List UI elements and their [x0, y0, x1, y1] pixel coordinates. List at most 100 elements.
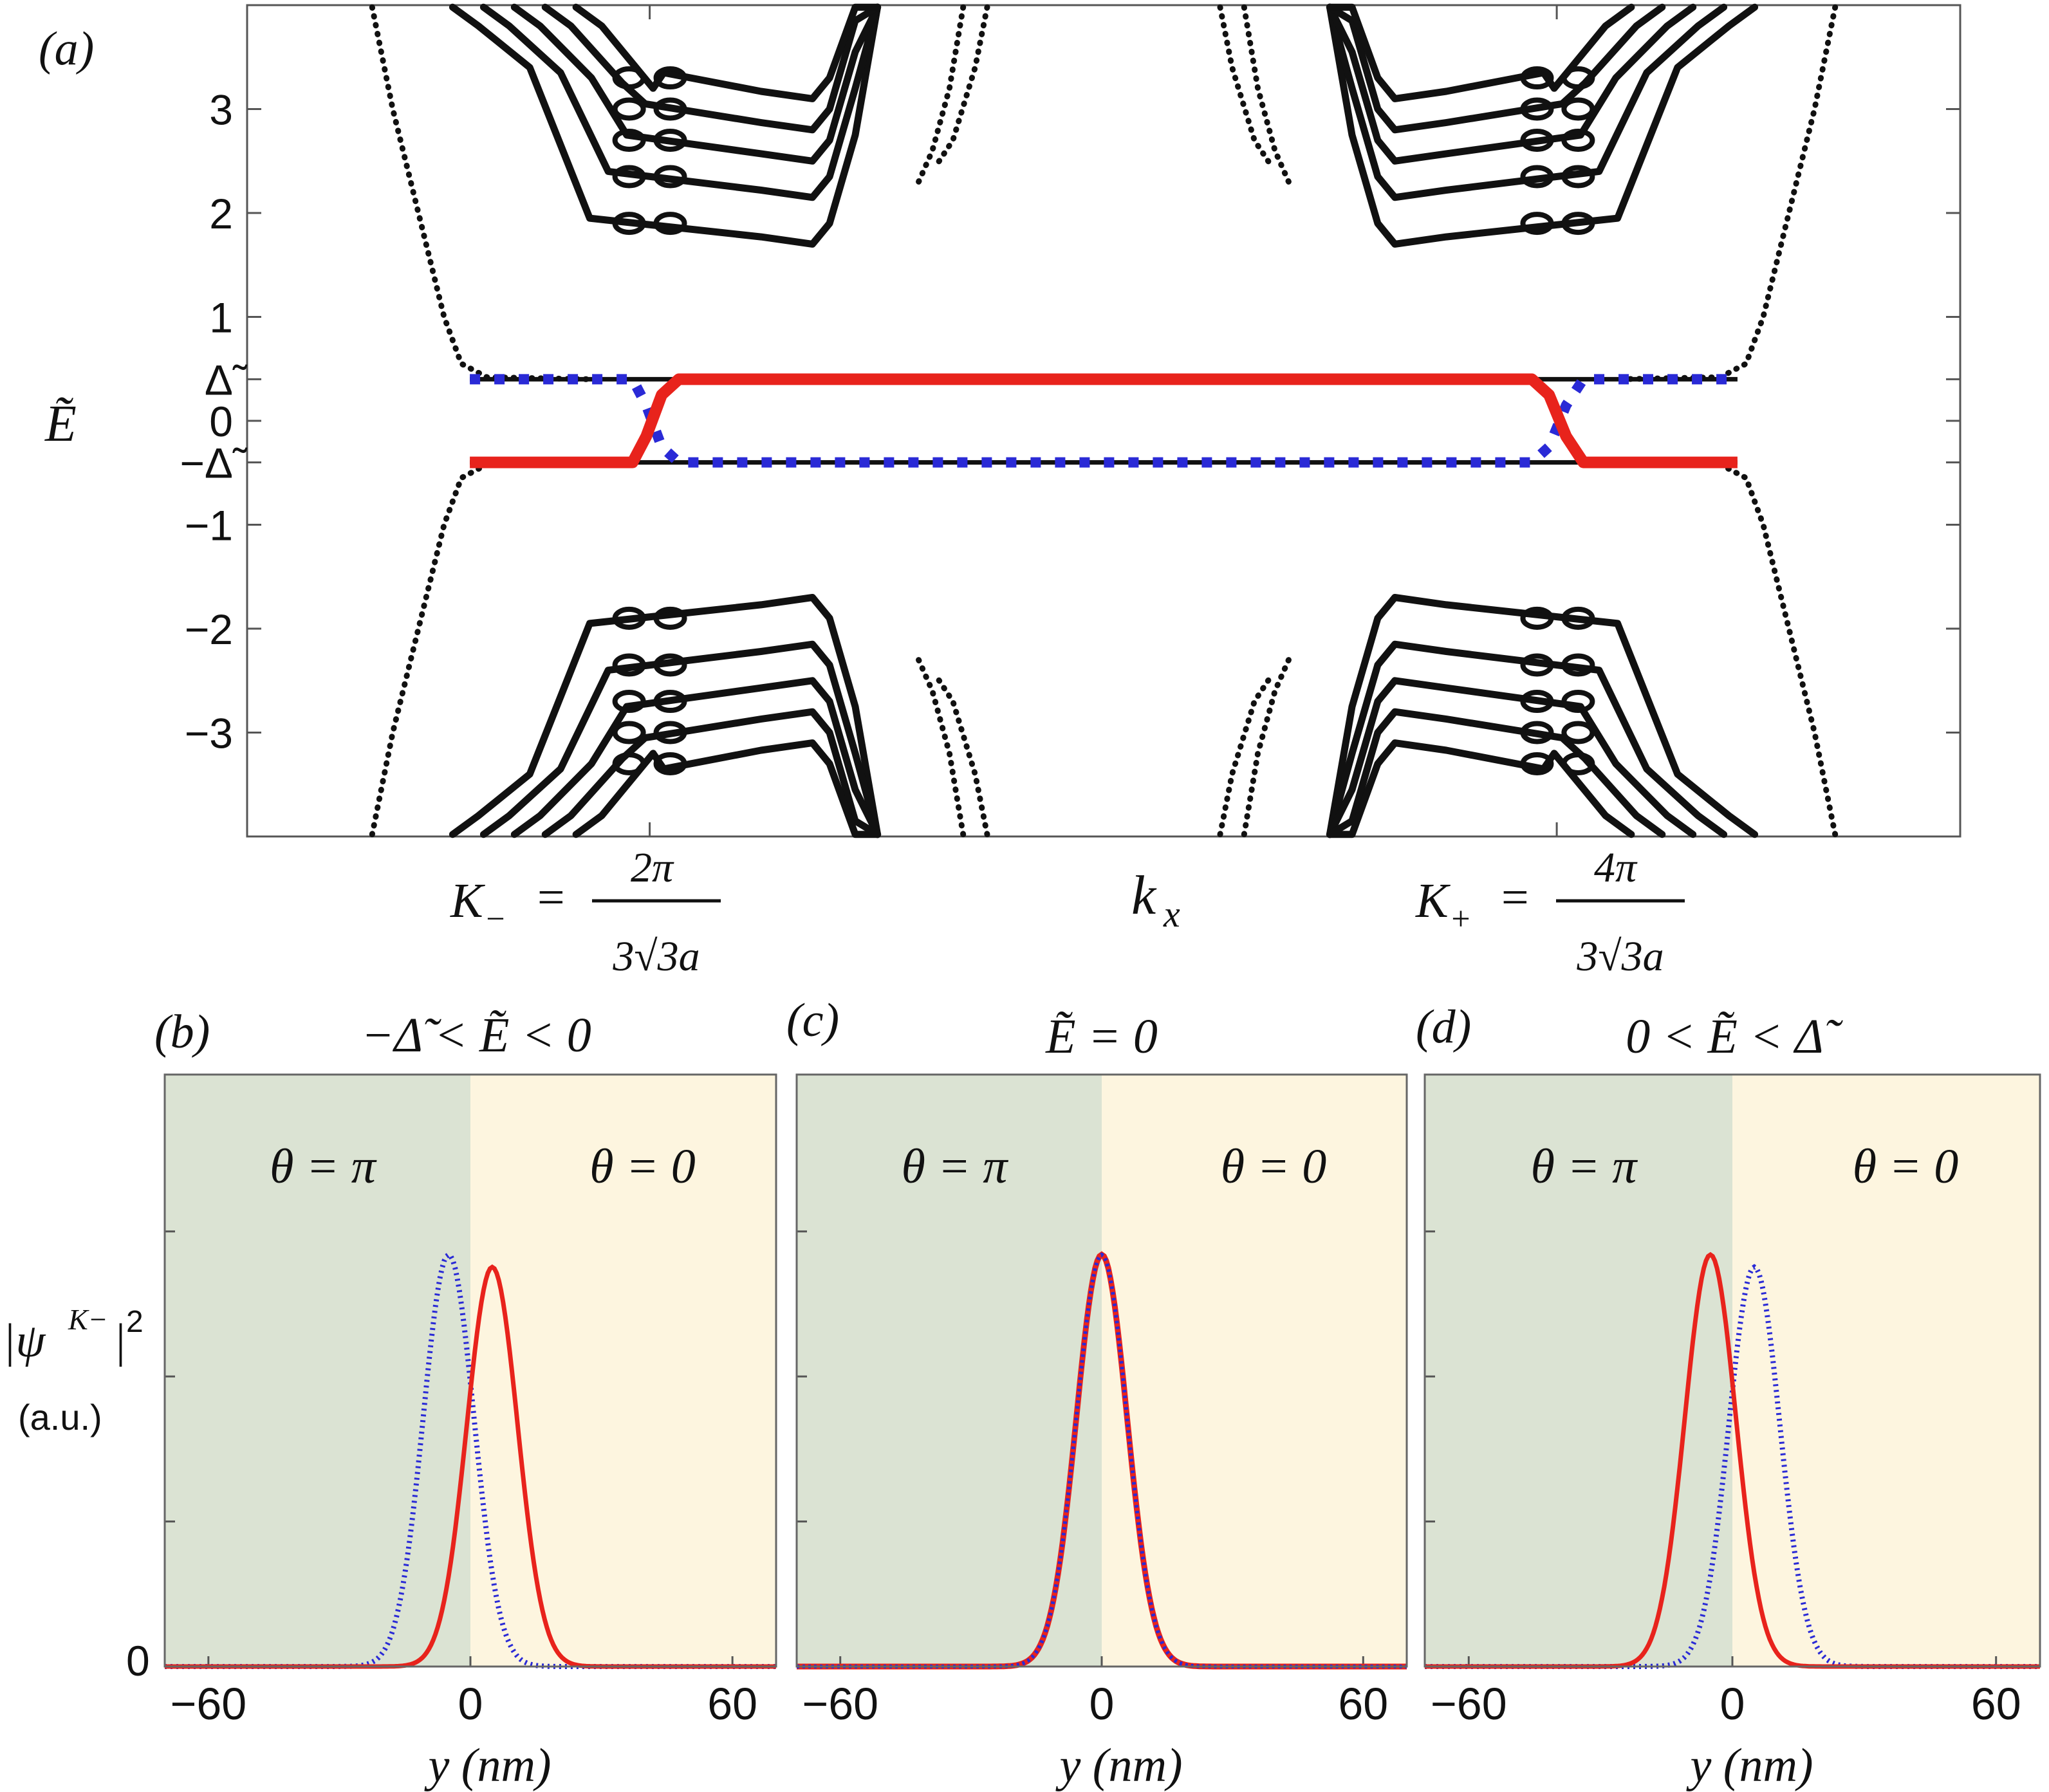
region-label-pi: θ = π	[270, 1140, 377, 1194]
panel-frame	[795, 1073, 1408, 1668]
dotted-band	[1241, 657, 1292, 838]
y-tick-label: −Δ̃	[180, 439, 248, 487]
band-crossing	[1520, 128, 1554, 152]
region-theta-zero	[1102, 1075, 1407, 1667]
region-theta-pi	[1425, 1075, 1732, 1667]
svg-text:=: =	[1498, 871, 1531, 925]
band-crossing	[612, 128, 646, 152]
region-label-pi: θ = π	[902, 1140, 1009, 1194]
region-label-pi: θ = π	[1531, 1140, 1638, 1194]
svg-text:K: K	[450, 874, 485, 928]
svg-text:|ψ: |ψ	[3, 1315, 46, 1367]
panel-d-title: 0 < Ẽ < Δ̃	[1626, 1010, 1844, 1064]
bulk-band	[1326, 708, 1666, 838]
panel-frame	[1423, 1073, 2041, 1668]
panel-a-x-label: k x	[1131, 864, 1180, 935]
band-crossing	[1561, 128, 1595, 152]
bulk-band	[1326, 3, 1697, 165]
x-tick-label: −60	[1431, 1679, 1507, 1729]
band-crossing	[612, 606, 646, 630]
bulk-band	[510, 677, 882, 838]
y-tick-label: 3	[209, 86, 233, 134]
band-crossing	[1520, 66, 1554, 90]
x-axis-label: y (nm)	[1055, 1739, 1182, 1792]
svg-text:K−: K−	[68, 1303, 108, 1336]
region-label-zero: θ = 0	[1853, 1140, 1959, 1194]
svg-text:k: k	[1131, 864, 1157, 926]
y-tick-label: Δ̃	[205, 356, 248, 403]
dotted-band	[1241, 4, 1292, 185]
band-crossing	[1520, 721, 1554, 744]
band-crossing	[612, 721, 646, 744]
bulk-band	[1326, 3, 1759, 248]
band-crossing	[612, 653, 646, 677]
bulk-band	[541, 708, 882, 838]
band-crossing	[653, 66, 687, 90]
band-crossing	[1561, 66, 1595, 90]
x-tick-label: −60	[802, 1679, 878, 1729]
panel-frame	[163, 1073, 777, 1668]
svg-text:−: −	[484, 901, 506, 938]
bulk-band	[1326, 640, 1728, 838]
band-crossing	[653, 721, 687, 744]
band-crossing	[612, 97, 646, 121]
bulk-band	[1326, 739, 1635, 838]
band-crossing	[1520, 606, 1554, 630]
svg-text:x: x	[1163, 893, 1180, 935]
region-theta-pi	[797, 1075, 1102, 1667]
region-theta-pi	[165, 1075, 470, 1667]
y-tick-label: 1	[209, 294, 233, 342]
x-axis-label: y (nm)	[1685, 1739, 1813, 1792]
dotted-band	[916, 657, 967, 838]
dotted-band	[1217, 672, 1275, 838]
x-tick-label: 60	[707, 1679, 757, 1729]
panel-d-label: (d)	[1416, 1001, 1471, 1053]
panel-b-title: −Δ̃ < Ẽ < 0	[361, 1008, 591, 1062]
panel-c-label: (c)	[786, 994, 839, 1047]
dotted-band	[932, 4, 990, 169]
bulk-band	[572, 3, 882, 102]
dotted-band	[916, 4, 967, 185]
band-crossing	[612, 752, 646, 775]
band-crossing	[653, 128, 687, 152]
x-tick-label: 60	[1971, 1679, 2021, 1729]
bulk-band	[572, 739, 882, 838]
bulk-band	[1326, 3, 1666, 134]
x-tick-label: 0	[1089, 1679, 1115, 1729]
svg-text:|: |	[113, 1315, 126, 1367]
edge-states	[470, 373, 1738, 468]
band-crossing	[1561, 752, 1595, 775]
k-plus-label: K + = 4π 3√3a	[1415, 844, 1685, 980]
band-crossing	[1561, 165, 1595, 189]
y-tick-label: 0	[209, 398, 233, 445]
edge-state-red	[470, 373, 1738, 468]
band-crossing	[1561, 721, 1595, 744]
bulk-band	[479, 640, 882, 838]
dotted-band	[932, 672, 990, 838]
band-crossing	[653, 653, 687, 677]
panel-c: −60 0 60 θ = π θ = 0 y (nm)	[795, 1073, 1408, 1792]
region-label-zero: θ = 0	[1221, 1140, 1327, 1194]
band-crossing	[1520, 690, 1554, 714]
svg-text:2: 2	[126, 1305, 144, 1339]
bulk-band	[1326, 3, 1728, 201]
band-crossing	[653, 690, 687, 714]
band-crossing	[612, 212, 646, 236]
band-crossing	[1561, 690, 1595, 714]
y-tick-label: −1	[185, 502, 233, 550]
x-tick-label: 60	[1338, 1679, 1388, 1729]
bulk-band	[541, 3, 882, 134]
bulk-band	[510, 3, 882, 165]
svg-text:4π: 4π	[1594, 844, 1638, 891]
bottom-y-tick-zero: 0	[126, 1637, 150, 1685]
y-tick-label: −2	[185, 605, 233, 653]
svg-text:2π: 2π	[631, 844, 674, 891]
svg-text:3√3a: 3√3a	[1576, 933, 1664, 980]
region-theta-zero	[1732, 1075, 2040, 1667]
svg-text:K: K	[1415, 874, 1451, 928]
band-crossing	[653, 165, 687, 189]
